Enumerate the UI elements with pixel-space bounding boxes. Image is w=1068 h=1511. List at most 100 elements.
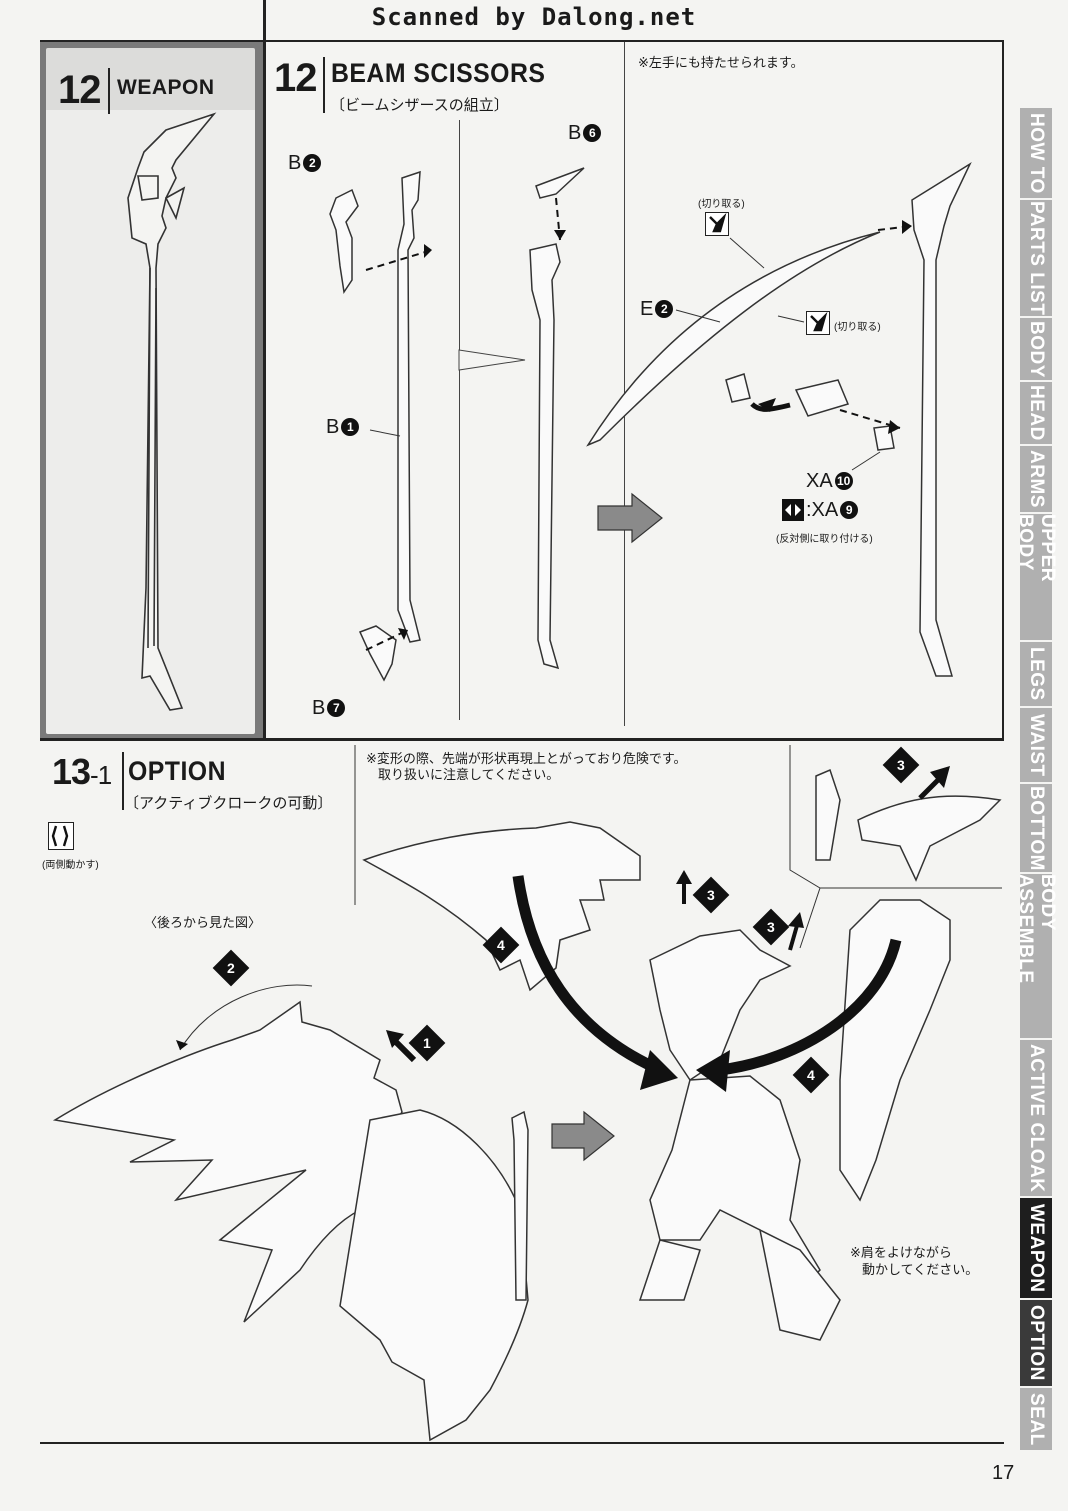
side-tab-active-cloak-label: ACTIVE CLOAK	[1026, 1043, 1047, 1193]
side-tab-parts-list-label: PARTS LIST	[1026, 200, 1047, 316]
weapon-panel-inner: 12 WEAPON	[46, 48, 255, 734]
weapon-title: WEAPON	[117, 76, 215, 99]
mid-rule	[40, 738, 1004, 741]
part-xa10-num: 10	[834, 472, 853, 490]
side-tab-body-assemble[interactable]: BODY ASSEMBLE	[1015, 874, 1058, 1040]
side-tab-parts-list[interactable]: PARTS LIST	[1020, 200, 1052, 318]
side-tab-body-label: BODY	[1026, 320, 1047, 378]
side-tab-weapon-label: WEAPON	[1026, 1203, 1047, 1293]
nipper-icon-mid	[806, 311, 830, 335]
weapon-panel: 12 WEAPON	[40, 42, 263, 738]
part-b1-num: 1	[341, 418, 360, 436]
both-sides-icon	[48, 822, 74, 850]
weapon-header-shade	[46, 48, 255, 110]
side-tab-seal[interactable]: SEAL	[1020, 1388, 1052, 1452]
part-e2-letter: E	[640, 298, 654, 320]
side-tab-seal-label: SEAL	[1026, 1392, 1047, 1446]
side-tab-legs-label: LEGS	[1026, 647, 1047, 701]
both-sides-note: (両側動かす)	[42, 860, 99, 871]
step-badge-3b-text: 3	[707, 886, 715, 903]
part-b2-num: 2	[303, 154, 322, 172]
side-tab-arms-label: ARMS	[1026, 450, 1047, 508]
part-e2-num: 2	[655, 300, 674, 318]
warning-line-2: 取り扱いに注意してください。	[378, 767, 560, 782]
side-tab-body-assemble-label: BODY ASSEMBLE	[1015, 874, 1058, 984]
nipper-icon-top	[705, 212, 729, 236]
side-tab-upper-body-label: UPPER BODY	[1015, 514, 1058, 582]
opposite-side-note: (反対側に取り付ける)	[776, 534, 873, 545]
step-badge-2-text: 2	[227, 959, 235, 976]
scanned-by-header: Scanned by Dalong.net	[371, 3, 697, 31]
side-tab-waist-label: WAIST	[1026, 713, 1047, 777]
side-tab-weapon[interactable]: WEAPON	[1020, 1198, 1052, 1300]
side-tab-how-to-label: HOW TO	[1026, 112, 1047, 194]
side-tab-legs[interactable]: LEGS	[1020, 642, 1052, 708]
beam-scissors-assembled-drawing	[127, 112, 217, 711]
option-step-number: 13-1	[52, 751, 112, 792]
part-b6-num: 6	[583, 124, 602, 142]
part-b2-letter: B	[288, 152, 302, 174]
shoulder-note-line-1: ※肩をよけながら	[850, 1245, 952, 1260]
beam-scissors-title: BEAM SCISSORS	[331, 58, 546, 88]
part-xa9-num: 9	[840, 501, 859, 519]
nipper-shape-top	[709, 212, 727, 233]
left-hand-note: ※左手にも持たせられます。	[638, 55, 804, 70]
part-b7-letter: B	[312, 697, 326, 719]
beam-scissors-number-divider	[323, 57, 325, 113]
shoulder-note-line-2: 動かしてください。	[862, 1262, 979, 1277]
warning-line-1: ※変形の際、先端が形状再現上とがっており危険です。	[366, 751, 687, 766]
beam-scissors-assembly-drawings	[329, 162, 972, 682]
side-tab-head-label: HEAD	[1026, 385, 1047, 441]
weapon-number-divider	[108, 68, 110, 114]
step-badge-1-text: 1	[423, 1034, 431, 1051]
cut-label-top: (切り取る)	[698, 199, 745, 210]
beam-scissors-subtitle: 〔ビームシザースの組立〕	[330, 97, 509, 114]
step-divider-2	[624, 42, 625, 726]
option-number-divider	[122, 752, 124, 810]
step-badge-4b-text: 4	[807, 1066, 815, 1083]
step-badge-3a-text: 3	[897, 756, 905, 773]
part-b1-letter: B	[326, 416, 340, 438]
side-tab-active-cloak[interactable]: ACTIVE CLOAK	[1020, 1040, 1052, 1198]
part-b6-letter: B	[568, 122, 582, 144]
option-number-suffix: -1	[90, 760, 112, 790]
rear-view-caption: 〈後ろから見た図〉	[144, 915, 262, 930]
cut-label-mid: (切り取る)	[834, 322, 881, 333]
side-tab-arms[interactable]: ARMS	[1020, 446, 1052, 514]
side-tab-option[interactable]: OPTION	[1020, 1300, 1052, 1388]
mirror-side-icon	[782, 499, 804, 521]
step-badge-4a-text: 4	[497, 936, 505, 953]
part-xa9-letter: :XA	[806, 499, 839, 521]
step-badge-3c-text: 3	[767, 918, 775, 935]
bottom-rule	[40, 1442, 1004, 1444]
side-tab-head[interactable]: HEAD	[1020, 382, 1052, 446]
mirror-arrows-icon	[785, 504, 801, 516]
side-tab-upper-body[interactable]: UPPER BODY	[1015, 514, 1058, 642]
side-tab-how-to[interactable]: HOW TO	[1020, 108, 1052, 200]
side-tab-body[interactable]: BODY	[1020, 318, 1052, 382]
option-number-main: 13	[52, 751, 91, 792]
weapon-step-number: 12	[58, 68, 101, 112]
section-top-line	[266, 40, 1004, 42]
side-tab-bottom-label: BOTTOM	[1026, 785, 1047, 871]
part-b7-num: 7	[327, 699, 346, 717]
divider-left-panel	[263, 0, 266, 740]
side-tab-waist[interactable]: WAIST	[1020, 708, 1052, 784]
part-xa10-letter: XA	[806, 470, 833, 492]
nipper-shape-mid	[810, 311, 828, 332]
right-rule	[1002, 40, 1004, 740]
side-tab-bottom[interactable]: BOTTOM	[1020, 784, 1052, 874]
option-title: OPTION	[128, 756, 226, 786]
side-tab-option-label: OPTION	[1026, 1305, 1047, 1381]
page-number: 17	[992, 1462, 1015, 1484]
step-divider-1	[459, 120, 460, 720]
both-sides-shape	[51, 825, 69, 847]
